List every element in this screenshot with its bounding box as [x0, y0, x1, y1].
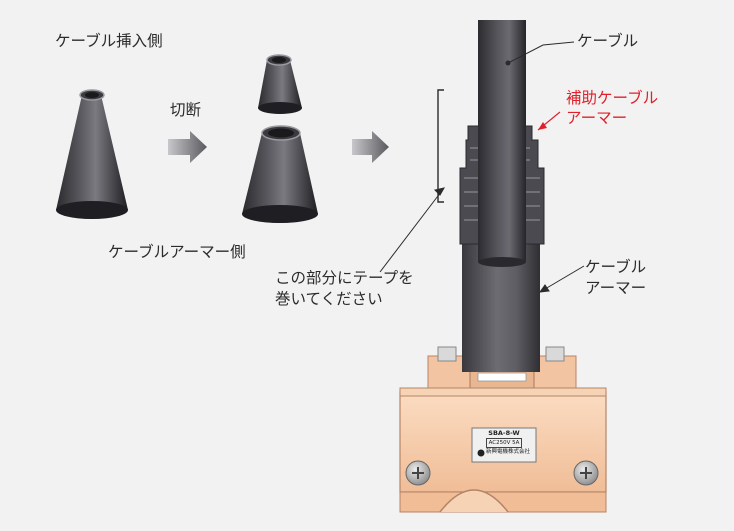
cut-bottom-piece-icon	[242, 125, 318, 223]
label-tape-line-2: 巻いてください	[275, 290, 383, 308]
tape-area-bracket	[437, 89, 444, 203]
label-tape-line-1: この部分にテープを	[275, 269, 414, 287]
cable-armor	[462, 244, 540, 372]
cable	[478, 20, 526, 262]
nameplate-model: SBA-8-W	[488, 429, 520, 437]
full-cone-icon	[56, 89, 128, 219]
nameplate: SBA-8-W AC250V 5A 新興電機株式会社	[472, 429, 536, 457]
label-aux-cable-armor-1: 補助ケーブル	[566, 89, 659, 107]
leader-cable	[507, 41, 575, 64]
leader-tape	[379, 187, 445, 273]
label-armor-line-1: ケーブル	[585, 258, 647, 276]
label-cut: 切断	[170, 101, 202, 119]
nameplate-rating: AC250V 5A	[486, 438, 522, 448]
label-aux-cable-armor-2: アーマー	[566, 109, 628, 127]
label-cable-insert-side: ケーブル挿入側	[55, 32, 163, 50]
arrow-right-icon	[168, 131, 207, 163]
nameplate-maker: 新興電機株式会社	[485, 449, 530, 455]
label-cable: ケーブル	[577, 32, 639, 50]
gland-housing	[399, 346, 607, 513]
label-cable-armor-side: ケーブルアーマー側	[108, 243, 246, 261]
label-armor-line-2: アーマー	[585, 279, 647, 297]
arrow-right-icon	[352, 131, 389, 163]
cut-top-piece-icon	[258, 54, 302, 114]
